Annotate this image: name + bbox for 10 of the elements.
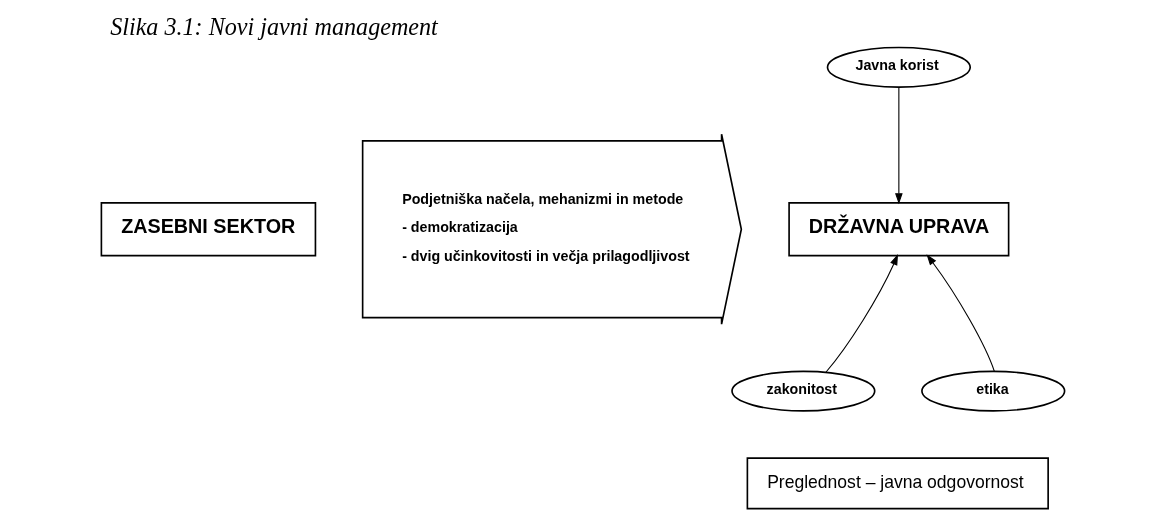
diagram-title: Slika 3.1: Novi javni management [110, 13, 438, 41]
arrow [926, 254, 995, 372]
node-ellipse: zakonitost [731, 370, 876, 412]
arrow [895, 86, 903, 205]
node-ellipse: Javna korist [826, 46, 972, 88]
node-box: DRŽAVNA UPRAVA [788, 202, 1010, 257]
arrow [825, 254, 899, 373]
node-box: ZASEBNI SEKTOR [100, 202, 317, 257]
node-box: Preglednost – javna odgovornost [746, 457, 1049, 510]
node-ellipse: etika [921, 370, 1066, 412]
